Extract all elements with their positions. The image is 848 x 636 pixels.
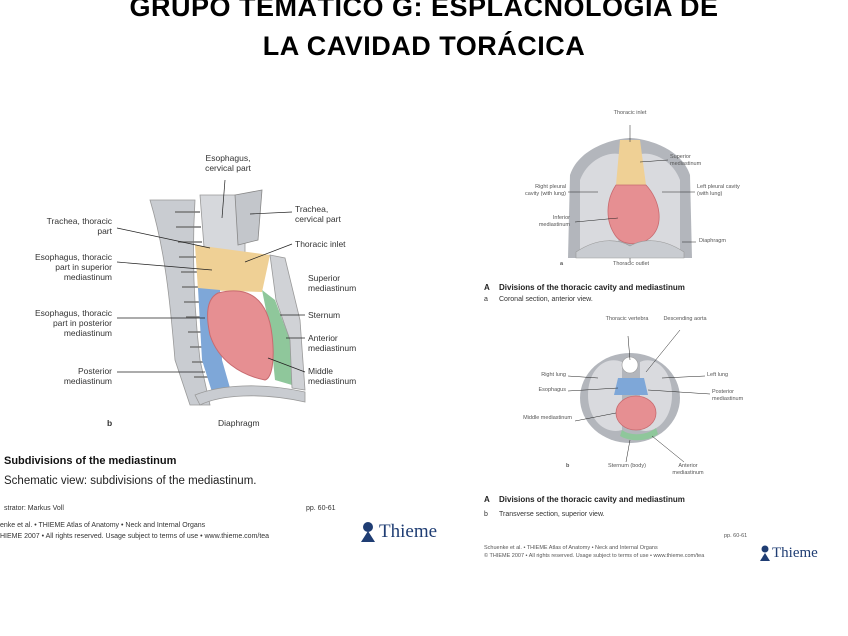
left-caption-text: Schematic view: subdivisions of the medi… — [4, 475, 257, 487]
diaphragm-coronal — [575, 240, 685, 259]
right-credit-line-1: Schuenke et al. • THIEME Atlas of Anatom… — [484, 545, 658, 551]
transverse-label-sternum: Sternum (body) — [608, 463, 646, 469]
left-pages: pp. 60-61 — [306, 505, 336, 512]
diaphragm-curve — [194, 385, 306, 406]
label-superior-mediastinum: Superior mediastinum — [308, 273, 357, 293]
label-esophagus-posterior: Esophagus, thoracic part in posterior me… — [34, 308, 112, 338]
transverse-label-descending-aorta: Descending aorta — [663, 316, 707, 322]
coronal-label-diaphragm: Diaphragm — [699, 238, 726, 244]
label-trachea-cervical: Trachea, cervical part — [295, 204, 341, 224]
label-sternum: Sternum — [308, 310, 341, 320]
posterior-mediastinum-transverse — [614, 378, 648, 395]
anterior-mediastinum-transverse — [620, 428, 658, 441]
anterior-mediastinum-region — [262, 290, 292, 385]
left-caption-title: Subdivisions of the mediastinum — [4, 455, 177, 467]
label-middle-mediastinum: Middle mediastinum — [308, 366, 357, 386]
left-credit-line-1: enke et al. • THIEME Atlas of Anatomy • … — [0, 522, 206, 529]
middle-mediastinum-transverse — [615, 395, 657, 431]
left-figure-leader-lines — [116, 179, 306, 373]
right-top-caption-title: Divisions of the thoracic cavity and med… — [499, 283, 685, 292]
left-credit-line-2: HIEME 2007 • All rights reserved. Usage … — [0, 533, 270, 540]
transverse-label-posterior-mediastinum: Posterior mediastinum — [712, 389, 744, 402]
caption-a-sub-letter: a — [484, 296, 488, 303]
superior-mediastinum-coronal — [616, 140, 646, 185]
coronal-label-thoracic-inlet: Thoracic inlet — [613, 110, 647, 116]
right-credit-line-2: © THIEME 2007 • All rights reserved. Usa… — [484, 553, 705, 559]
transverse-label-right-lung: Right lung — [541, 372, 566, 378]
left-illustrator: strator: Markus Voll — [4, 505, 64, 512]
right-top-caption-text: Coronal section, anterior view. — [499, 296, 593, 303]
superior-mediastinum-region — [195, 245, 270, 292]
coronal-panel-letter: a — [560, 261, 564, 267]
thieme-logo-icon-small — [760, 545, 770, 561]
slide-title-line-2: LA CAVIDAD TORÁCICA — [262, 31, 586, 61]
coronal-label-superior-mediastinum: Superior mediastinum — [670, 154, 702, 167]
caption-a-letter: A — [484, 283, 490, 292]
coronal-label-inferior-mediastinum: Inferior mediastinum — [538, 215, 570, 228]
label-trachea-thoracic: Trachea, thoracic part — [46, 216, 112, 236]
caption-b-letter: A — [484, 495, 490, 504]
label-esophagus-superior: Esophagus, thoracic part in superior med… — [34, 252, 112, 282]
transverse-label-thoracic-vertebra: Thoracic vertebra — [605, 316, 649, 322]
transverse-panel-letter: b — [566, 463, 570, 469]
coronal-label-right-pleural: Right pleural cavity (with lung) — [525, 184, 566, 197]
right-bottom-caption-title: Divisions of the thoracic cavity and med… — [499, 495, 685, 504]
caption-b-sub-letter: b — [484, 511, 488, 518]
thieme-logo-icon — [361, 522, 375, 542]
coronal-label-thoracic-outlet: Thoracic outlet — [612, 261, 650, 267]
thieme-logo-text-left: Thieme — [379, 521, 438, 542]
right-bottom-caption-text: Transverse section, superior view. — [499, 511, 605, 518]
thieme-logo-text-right: Thieme — [772, 545, 818, 561]
right-pages: pp. 60-61 — [724, 533, 748, 539]
transverse-label-middle-mediastinum: Middle mediastinum — [523, 415, 572, 421]
panel-letter-b: b — [107, 418, 113, 428]
transverse-label-esophagus: Esophagus — [538, 387, 566, 393]
slide-title-line-1: GRUPO TEMÁTICO G: ESPLACNOLOGÍA DE — [129, 0, 719, 22]
label-anterior-mediastinum: Anterior mediastinum — [308, 333, 357, 353]
label-diaphragm: Diaphragm — [218, 418, 260, 428]
middle-mediastinum-region — [207, 290, 274, 381]
sternum — [269, 254, 306, 391]
label-esophagus-cervical: Esophagus, cervical part — [205, 153, 251, 173]
transverse-label-anterior-mediastinum: Anterior mediastinum — [672, 463, 704, 476]
label-thoracic-inlet: Thoracic inlet — [295, 239, 346, 249]
trachea — [234, 189, 263, 246]
coronal-label-left-pleural: Left pleural cavity (with lung) — [697, 184, 740, 197]
transverse-label-left-lung: Left lung — [707, 372, 729, 378]
label-posterior-mediastinum: Posterior mediastinum — [63, 366, 112, 386]
